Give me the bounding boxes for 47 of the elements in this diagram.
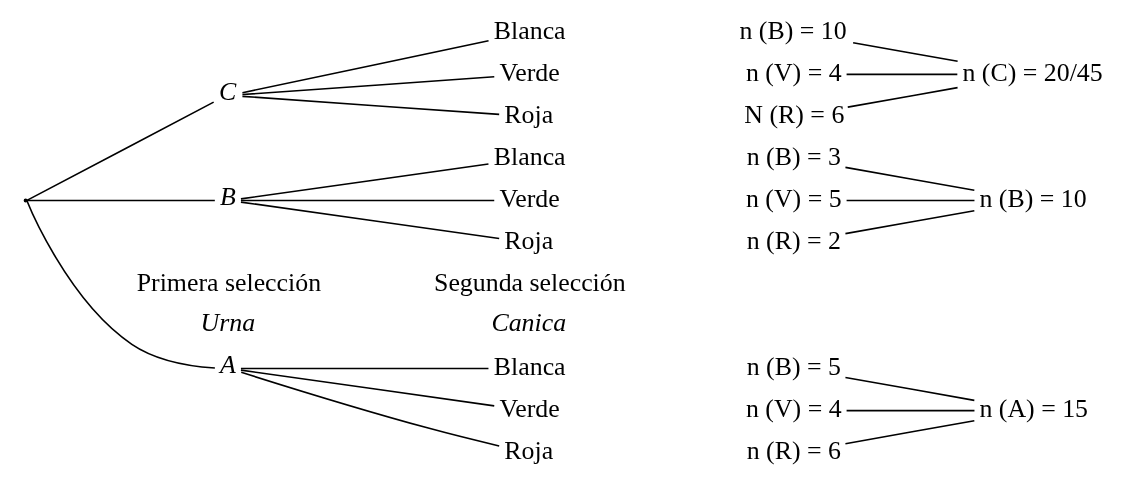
node-text: Roja [503,225,553,255]
label: Canica [490,308,566,338]
node-text: n (B) = 10 [978,183,1087,213]
node-text: Blanca [493,351,566,381]
node-text: A [219,350,236,380]
node-text: n (V) = 4 [745,57,842,87]
node-text: Blanca [493,141,566,171]
connector [845,409,975,412]
connector [239,201,500,240]
connector [241,76,495,96]
connector [239,199,495,202]
connector [845,73,958,76]
node-text: n (B) = 5 [746,351,841,381]
connector [844,166,975,192]
node-point [23,198,28,203]
node-text: n (V) = 5 [745,183,842,213]
node-text: n (V) = 4 [745,393,842,423]
connector [241,39,489,94]
connector [844,376,975,402]
node-text: n (A) = 15 [978,393,1088,423]
node-text: n (R) = 6 [746,435,841,465]
node-text: n (R) = 2 [746,225,841,255]
node-text: Blanca [493,15,566,45]
connector [851,41,958,63]
node-text: n (B) = 3 [746,141,841,171]
label: Urna [200,308,255,338]
connector [239,163,489,200]
connector [239,369,495,407]
connector [239,371,500,447]
node-text: B [219,182,236,212]
node-text: Verde [498,393,560,423]
node-text: Roja [503,435,553,465]
connector [241,95,500,116]
connector [845,199,975,202]
node-text: N (R) = 6 [743,99,844,129]
connector [239,367,489,370]
node-text: n (B) = 10 [738,15,847,45]
connector [844,209,975,235]
connector [846,86,958,108]
label: Segunda selección [433,267,626,297]
node-text: Roja [503,99,553,129]
label: Primera selección [136,267,321,297]
connector [844,420,975,445]
node-text: Verde [498,183,560,213]
node-text: Verde [498,57,560,87]
node-text: C [218,76,236,106]
node-text: n (C) = 20/45 [961,57,1103,87]
